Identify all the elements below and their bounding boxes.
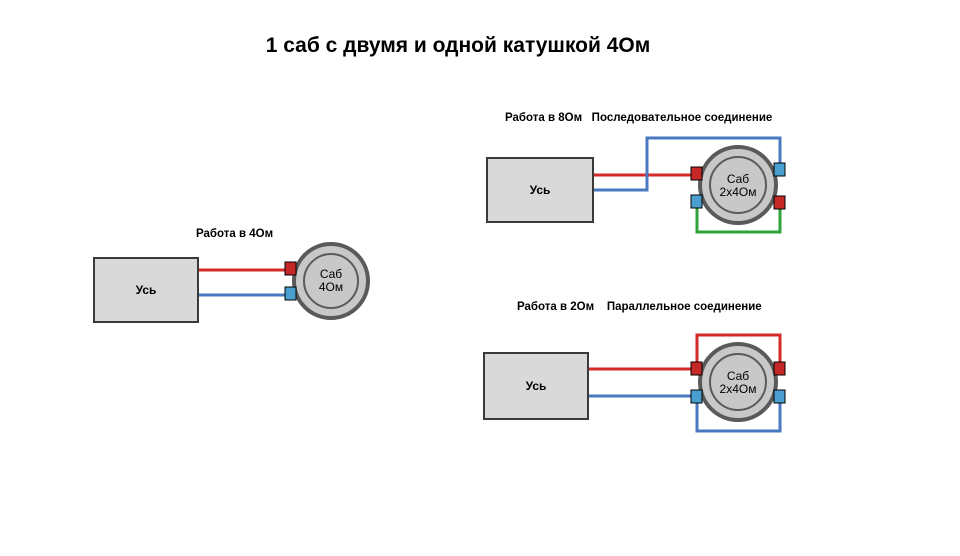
diagram-2ohm-label: Работа в 2Ом Параллельное соединение [517, 301, 762, 313]
negative-wire [592, 136, 782, 192]
amplifier-label: Усь [525, 379, 547, 393]
diagram-8ohm-graphics [592, 136, 786, 234]
subwoofer-label: Саб 4Ом [301, 268, 361, 294]
negative-terminal-right [773, 162, 786, 177]
amplifier-label: Усь [135, 283, 157, 297]
subwoofer-name: Саб [319, 267, 343, 281]
speaker-cone [303, 253, 359, 309]
speaker-cone [709, 353, 767, 411]
positive-terminal-right [773, 361, 786, 376]
amplifier-box: Усь [483, 352, 589, 420]
positive-bridge-wire [695, 333, 782, 369]
diagram-4ohm-label: Работа в 4Ом [196, 228, 274, 240]
page-title: 1 саб с двумя и одной катушкой 4Ом [265, 34, 651, 57]
negative-terminal [284, 286, 297, 301]
subwoofer-label: Саб 2x4Ом [708, 173, 768, 199]
positive-terminal [284, 261, 297, 276]
amplifier-label: Усь [529, 183, 551, 197]
negative-terminal-right [773, 389, 786, 404]
speaker-cone [709, 156, 767, 214]
positive-terminal-left [690, 166, 703, 181]
amplifier-box: Усь [93, 257, 199, 323]
subwoofer-impedance: 2x4Ом [719, 185, 757, 199]
negative-terminal-left [690, 389, 703, 404]
subwoofer-name: Саб [726, 369, 750, 383]
positive-terminal-left [690, 361, 703, 376]
negative-terminal-left [690, 194, 703, 209]
diagram-8ohm-label: Работа в 8Ом Последовательное соединение [505, 112, 773, 124]
jumper-wire [695, 205, 782, 234]
negative-bridge-wire [695, 396, 782, 433]
positive-terminal-right [773, 195, 786, 210]
diagram-2ohm-graphics [588, 333, 786, 433]
amplifier-box: Усь [486, 157, 594, 223]
subwoofer-impedance: 2x4Ом [719, 382, 757, 396]
subwoofer-label: Саб 2x4Ом [708, 370, 768, 396]
diagram-4ohm-graphics [197, 242, 370, 320]
subwoofer-impedance: 4Ом [318, 280, 344, 294]
subwoofer-name: Саб [726, 172, 750, 186]
